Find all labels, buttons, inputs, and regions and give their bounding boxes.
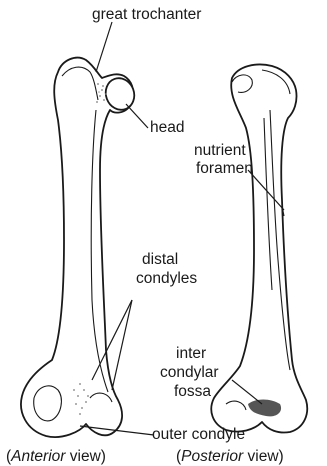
label-foramen: foramen <box>196 160 253 177</box>
label-head: head <box>150 119 184 136</box>
leader-great-trochanter <box>96 22 112 72</box>
caption-posterior-word: Posterior <box>181 448 244 465</box>
label-fossa: fossa <box>174 383 211 400</box>
label-nutrient: nutrient <box>194 142 246 159</box>
label-inter: inter <box>176 345 206 362</box>
anterior-femur-outline <box>21 58 133 437</box>
leader-distal-condyles-2 <box>112 300 132 390</box>
posterior-femur-outline <box>211 65 307 433</box>
caption-posterior-rest: view) <box>243 448 283 465</box>
anterior-femur <box>21 58 139 437</box>
leader-head <box>126 104 148 128</box>
caption-anterior-word: Anterior <box>10 448 66 465</box>
caption-anterior-rest: view) <box>65 448 105 465</box>
captions: (Anterior view) (Posterior view) <box>6 448 284 465</box>
posterior-femur <box>211 65 307 433</box>
label-condyles: condyles <box>136 270 197 287</box>
labels: great trochanter head nutrient foramen d… <box>92 6 253 443</box>
label-outer-condyle: outer condyle <box>152 426 245 443</box>
label-distal: distal <box>142 251 178 268</box>
label-condylar: condylar <box>160 364 219 381</box>
label-great-trochanter: great trochanter <box>92 6 201 23</box>
caption-anterior-view: (Anterior view) <box>6 448 106 465</box>
caption-posterior-view: (Posterior view) <box>176 448 284 465</box>
